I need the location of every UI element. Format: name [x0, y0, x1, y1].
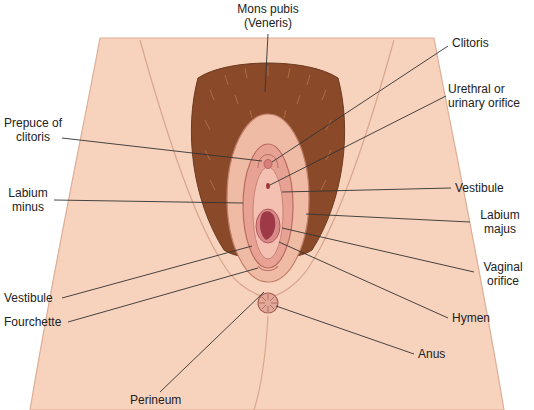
part-label: Anus [418, 347, 445, 361]
part-label: Prepuce of clitoris [2, 116, 64, 144]
labium-minus [243, 144, 293, 268]
part-label: Mons pubis (Veneris) [226, 2, 310, 30]
leader-lines [54, 34, 474, 392]
vaginal-orifice [260, 211, 275, 240]
part-label: Labium majus [473, 208, 527, 236]
part-label: Vestibule [4, 291, 53, 305]
part-label: Hymen [452, 311, 490, 325]
part-label: Fourchette [4, 315, 61, 329]
gluteal-cleft [254, 316, 268, 410]
labium-majus [227, 114, 309, 282]
hymen [256, 209, 280, 243]
anus [258, 293, 278, 313]
part-label: Urethral or urinary orifice [448, 82, 530, 110]
part-label: Vaginal orifice [476, 260, 530, 288]
fourchette [258, 266, 278, 271]
urethral-orifice [266, 183, 270, 189]
anal-folds [259, 294, 277, 312]
part-label: Perineum [130, 393, 181, 407]
part-label: Vestibule [455, 181, 504, 195]
skin [30, 38, 504, 410]
part-label: Labium minus [4, 186, 52, 214]
clitoris [264, 160, 272, 169]
pubic-hair [191, 63, 344, 259]
part-label: Clitoris [452, 36, 489, 50]
